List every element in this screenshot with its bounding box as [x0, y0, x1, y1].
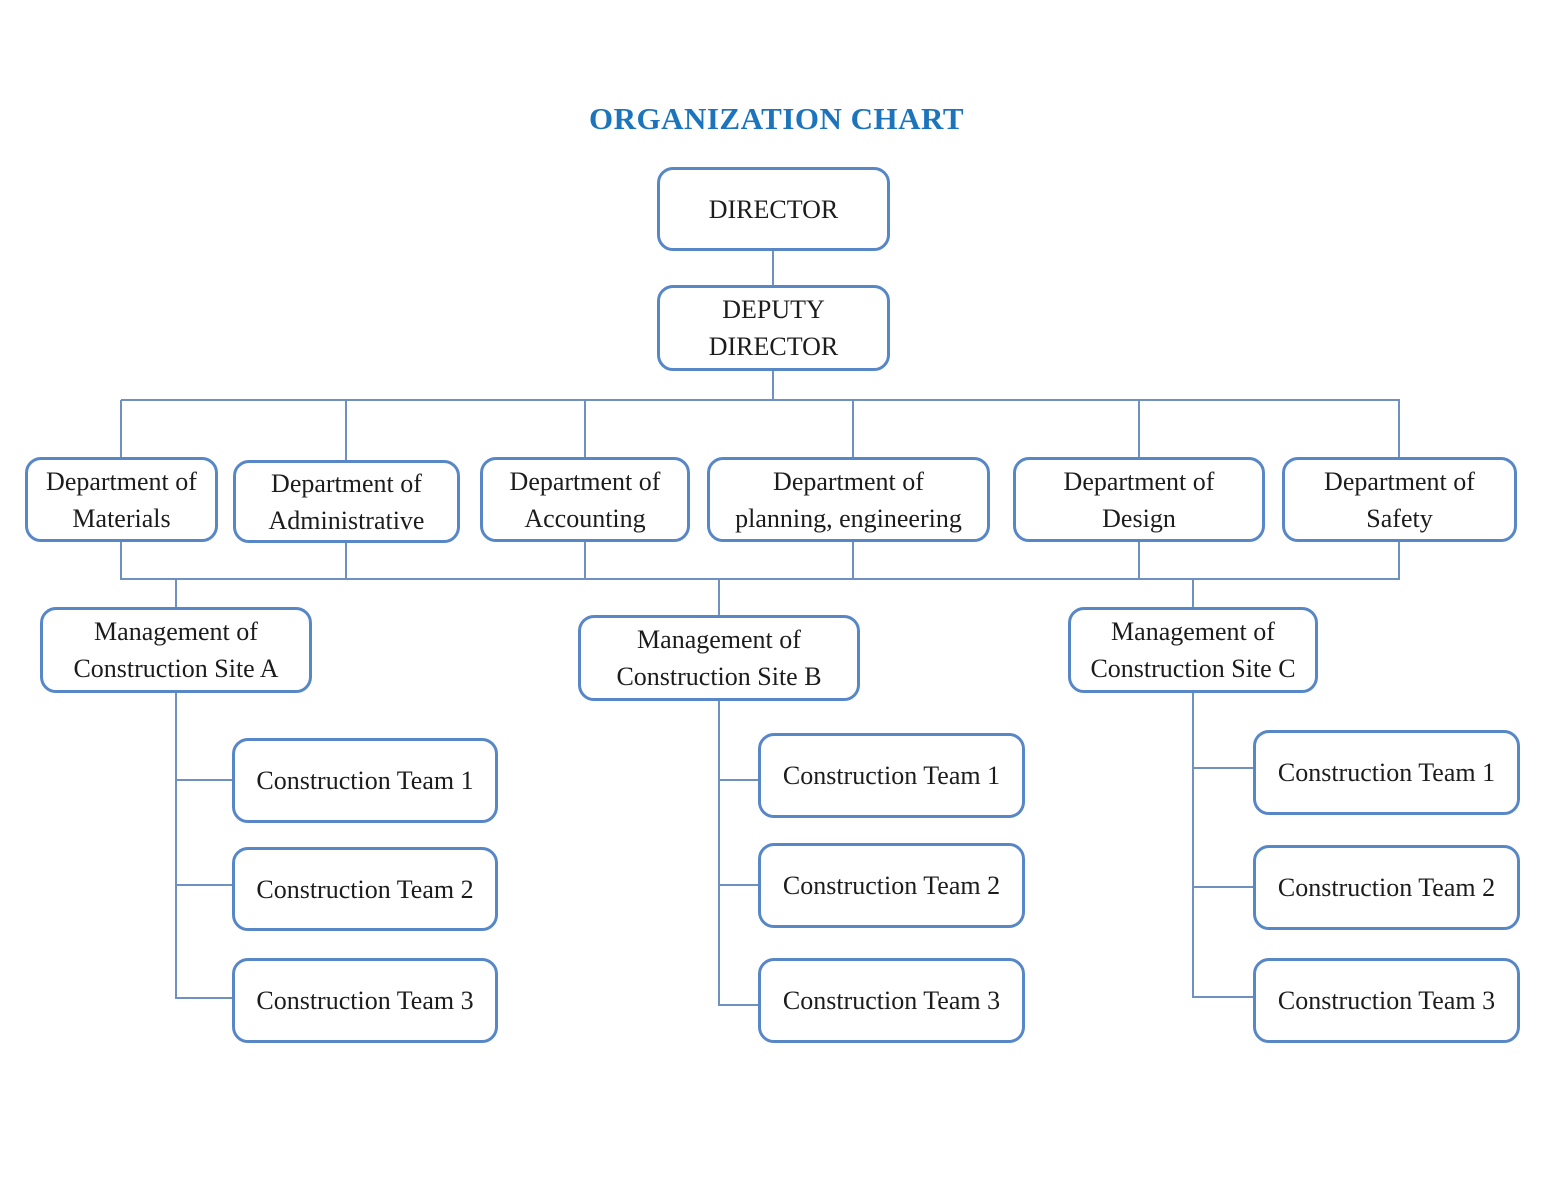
connector-drop-site-a	[175, 578, 177, 610]
connector-drop-safety	[1398, 400, 1400, 462]
node-label-line: Management of	[94, 617, 258, 646]
org-node-team-c3: Construction Team 3	[1253, 958, 1520, 1043]
org-node-dept-design: Department of Design	[1013, 457, 1265, 542]
node-label-line: Department of	[509, 466, 661, 496]
node-label-line: planning, engineering	[735, 503, 962, 533]
connector-branch-b3	[718, 1004, 762, 1006]
org-node-mgmt-site-b: Management of Construction Site B	[578, 615, 860, 701]
node-label-line: Construction Team 3	[782, 986, 1001, 1015]
connector-director-deputy	[772, 251, 774, 285]
chart-title: ORGANIZATION CHART	[588, 101, 965, 136]
connector-drop-planning	[852, 400, 854, 462]
node-label-line: Accounting	[524, 503, 646, 533]
connector-drop-administrative	[345, 400, 347, 462]
org-node-dept-safety: Department of Safety	[1282, 457, 1517, 542]
node-label-line: Construction Team 1	[1277, 758, 1496, 787]
node-label-line: Construction Site B	[616, 662, 822, 691]
connector-deputy-rail	[772, 370, 774, 400]
node-label-line: Department of	[271, 468, 422, 498]
node-label-line: Construction Team 3	[256, 986, 474, 1015]
connector-trunk-site-a	[175, 690, 177, 999]
node-label-line: Management of	[637, 625, 801, 654]
node-label-line: Construction Team 2	[782, 871, 1001, 900]
org-node-mgmt-site-a: Management of Construction Site A	[40, 607, 312, 693]
node-label-line: Construction Team 1	[782, 761, 1001, 790]
connector-stub-administrative	[345, 540, 347, 580]
connector-drop-site-b	[718, 578, 720, 618]
connector-branch-b2	[718, 884, 762, 886]
org-node-dept-administrative: Department of Administrative	[233, 460, 460, 543]
org-node-dept-planning-engineering: Department of planning, engineering	[707, 457, 990, 542]
node-label-line: Department of	[773, 466, 924, 496]
connector-stub-materials	[120, 540, 122, 580]
node-label-line: Construction Team 1	[256, 766, 474, 795]
node-label-line: Design	[1102, 503, 1176, 533]
node-label-line: DIRECTOR	[708, 194, 839, 224]
node-label-line: Department of	[1324, 466, 1475, 496]
connector-drop-design	[1138, 400, 1140, 462]
connector-stub-design	[1138, 540, 1140, 580]
connector-branch-b1	[718, 779, 762, 781]
connector-rail-middle	[121, 578, 1400, 580]
connector-trunk-site-c	[1192, 690, 1194, 998]
node-label-line: Construction Team 2	[256, 874, 474, 904]
connector-trunk-site-b	[718, 698, 720, 1006]
org-node-mgmt-site-c: Management of Construction Site C	[1068, 607, 1318, 693]
connector-stub-planning	[852, 540, 854, 580]
node-label-line: Construction Team 2	[1277, 873, 1496, 902]
org-node-dept-accounting: Department of Accounting	[480, 457, 690, 542]
org-node-team-b1: Construction Team 1	[758, 733, 1025, 818]
node-label-line: DIRECTOR	[708, 332, 839, 361]
connector-stub-safety	[1398, 540, 1400, 580]
node-label-line: Safety	[1366, 503, 1433, 533]
org-node-deputy-director: DEPUTY DIRECTOR	[657, 285, 890, 371]
node-label-line: DEPUTY	[722, 295, 825, 324]
org-node-team-b3: Construction Team 3	[758, 958, 1025, 1043]
connector-branch-a1	[175, 779, 235, 781]
org-node-team-c2: Construction Team 2	[1253, 845, 1520, 930]
connector-branch-c2	[1192, 886, 1256, 888]
node-label-line: Construction Site C	[1090, 654, 1296, 683]
node-label-line: Construction Site A	[73, 654, 279, 683]
org-node-team-a2: Construction Team 2	[232, 847, 498, 931]
connector-drop-materials	[120, 400, 122, 462]
org-node-dept-materials: Department of Materials	[25, 457, 218, 542]
org-node-team-b2: Construction Team 2	[758, 843, 1025, 928]
connector-drop-site-c	[1192, 578, 1194, 610]
connector-branch-a3	[175, 997, 235, 999]
node-label-line: Management of	[1111, 617, 1275, 646]
node-label-line: Materials	[72, 503, 171, 533]
connector-rail-top	[121, 399, 1400, 401]
connector-branch-c1	[1192, 767, 1256, 769]
node-label-line: Department of	[1063, 466, 1215, 496]
node-label-line: Construction Team 3	[1277, 986, 1496, 1015]
connector-branch-a2	[175, 884, 235, 886]
org-node-team-a1: Construction Team 1	[232, 738, 498, 823]
node-label-line: Department of	[46, 466, 197, 496]
connector-branch-c3	[1192, 996, 1256, 998]
org-node-team-c1: Construction Team 1	[1253, 730, 1520, 815]
connector-stub-accounting	[584, 540, 586, 580]
node-label-line: Administrative	[268, 505, 425, 535]
connector-drop-accounting	[584, 400, 586, 462]
org-node-director: DIRECTOR	[657, 167, 890, 251]
org-node-team-a3: Construction Team 3	[232, 958, 498, 1043]
